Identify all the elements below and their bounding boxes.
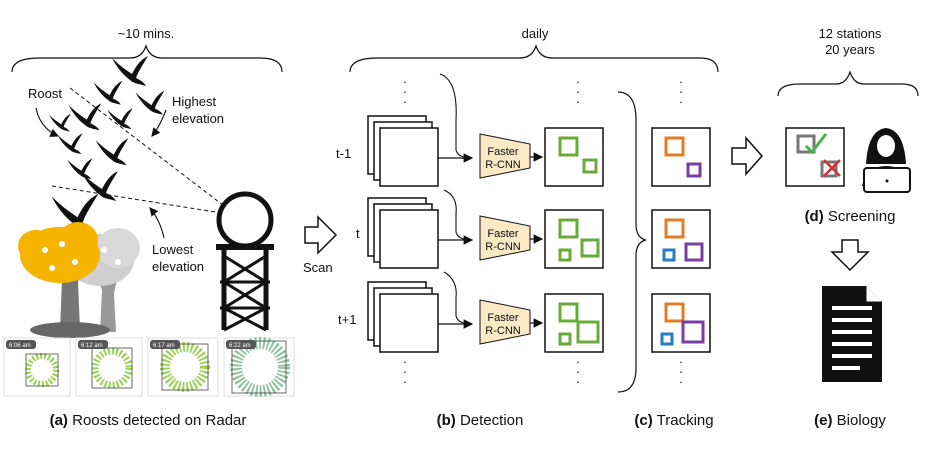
radar-frame: 6:12 am: [75, 337, 143, 397]
svg-text:·: ·: [679, 84, 683, 99]
ellipsis-bottom: · · · · · · · · ·: [403, 354, 683, 389]
lowest-elevation-arrow: [149, 207, 165, 239]
radar-frame: 6:06 am: [3, 337, 71, 397]
timestep-label: t: [356, 226, 360, 241]
timestep-label: t-1: [336, 146, 351, 161]
faster-rcnn-block: [479, 215, 531, 261]
connector-curve: [439, 73, 473, 159]
faster-rcnn-block: [479, 133, 531, 179]
radar-frame: 6:17 am: [147, 337, 219, 397]
svg-text:·: ·: [576, 354, 580, 369]
radar-frames-strip: 6:06 am 6:12 am 6:17 am 6:22 am: [3, 337, 295, 397]
frame-time: 6:17 am: [153, 343, 175, 349]
timestep-label: t+1: [338, 312, 356, 327]
svg-text:·: ·: [679, 364, 683, 379]
caption-a: (a) Roosts detected on Radar: [50, 412, 247, 429]
daily-label: daily: [522, 26, 549, 41]
lowest-elevation-beam: [51, 185, 229, 215]
caption-d: (d) Screening: [805, 208, 896, 225]
brace-daily: [349, 44, 719, 73]
roost-arrow: [35, 107, 60, 137]
faster-rcnn-block: [479, 299, 531, 345]
scan-arrow: [304, 215, 338, 255]
to-screening-arrow: [731, 136, 764, 176]
svg-text:·: ·: [403, 84, 407, 99]
ellipsis-top: · · · · · · · · ·: [403, 74, 683, 109]
svg-text:·: ·: [403, 364, 407, 379]
frame-time: 6:06 am: [9, 343, 31, 349]
caption-e: (e) Biology: [814, 412, 886, 429]
tracking-brace: [617, 91, 647, 393]
scan-label: Scan: [303, 260, 333, 275]
svg-text:·: ·: [576, 94, 580, 109]
highest-elevation-arrow: [151, 109, 167, 137]
frame-time: 6:12 am: [81, 343, 103, 349]
document-icon: [822, 286, 882, 382]
frame-time: 6:22 am: [229, 343, 251, 349]
person-at-laptop-icon: [862, 128, 911, 193]
svg-text:·: ·: [403, 94, 407, 109]
svg-text:·: ·: [403, 74, 407, 89]
svg-text:·: ·: [679, 374, 683, 389]
radar-scan-stack: [379, 127, 439, 187]
svg-text:·: ·: [576, 364, 580, 379]
caption-b: (b) Detection: [437, 412, 524, 429]
screening-panel: [785, 127, 845, 187]
check-icon: [804, 133, 828, 155]
caption-c: (c) Tracking: [634, 412, 713, 429]
svg-text:·: ·: [576, 84, 580, 99]
svg-text:·: ·: [679, 354, 683, 369]
svg-text:·: ·: [679, 94, 683, 109]
svg-text:·: ·: [403, 354, 407, 369]
svg-text:·: ·: [576, 374, 580, 389]
svg-text:·: ·: [679, 74, 683, 89]
svg-text:·: ·: [403, 374, 407, 389]
radar-scan-stack: [379, 209, 439, 269]
radar-scan-stack: [379, 293, 439, 353]
connector-curve: [443, 189, 473, 241]
connector-curve: [443, 271, 473, 325]
birds-illustration: [49, 56, 165, 233]
time-span-label: ~10 mins.: [118, 26, 175, 41]
svg-text:·: ·: [576, 74, 580, 89]
to-biology-arrow: [830, 239, 870, 272]
highest-elevation-beam: [69, 87, 233, 213]
roost-label: Roost: [28, 86, 62, 101]
radar-frame: 6:22 am: [223, 337, 295, 397]
trees-illustration: [18, 222, 140, 338]
cross-icon: [823, 159, 841, 177]
brace-stations: [777, 70, 919, 97]
radar-tower-icon: [216, 191, 274, 332]
brace-time-span: [11, 44, 283, 73]
